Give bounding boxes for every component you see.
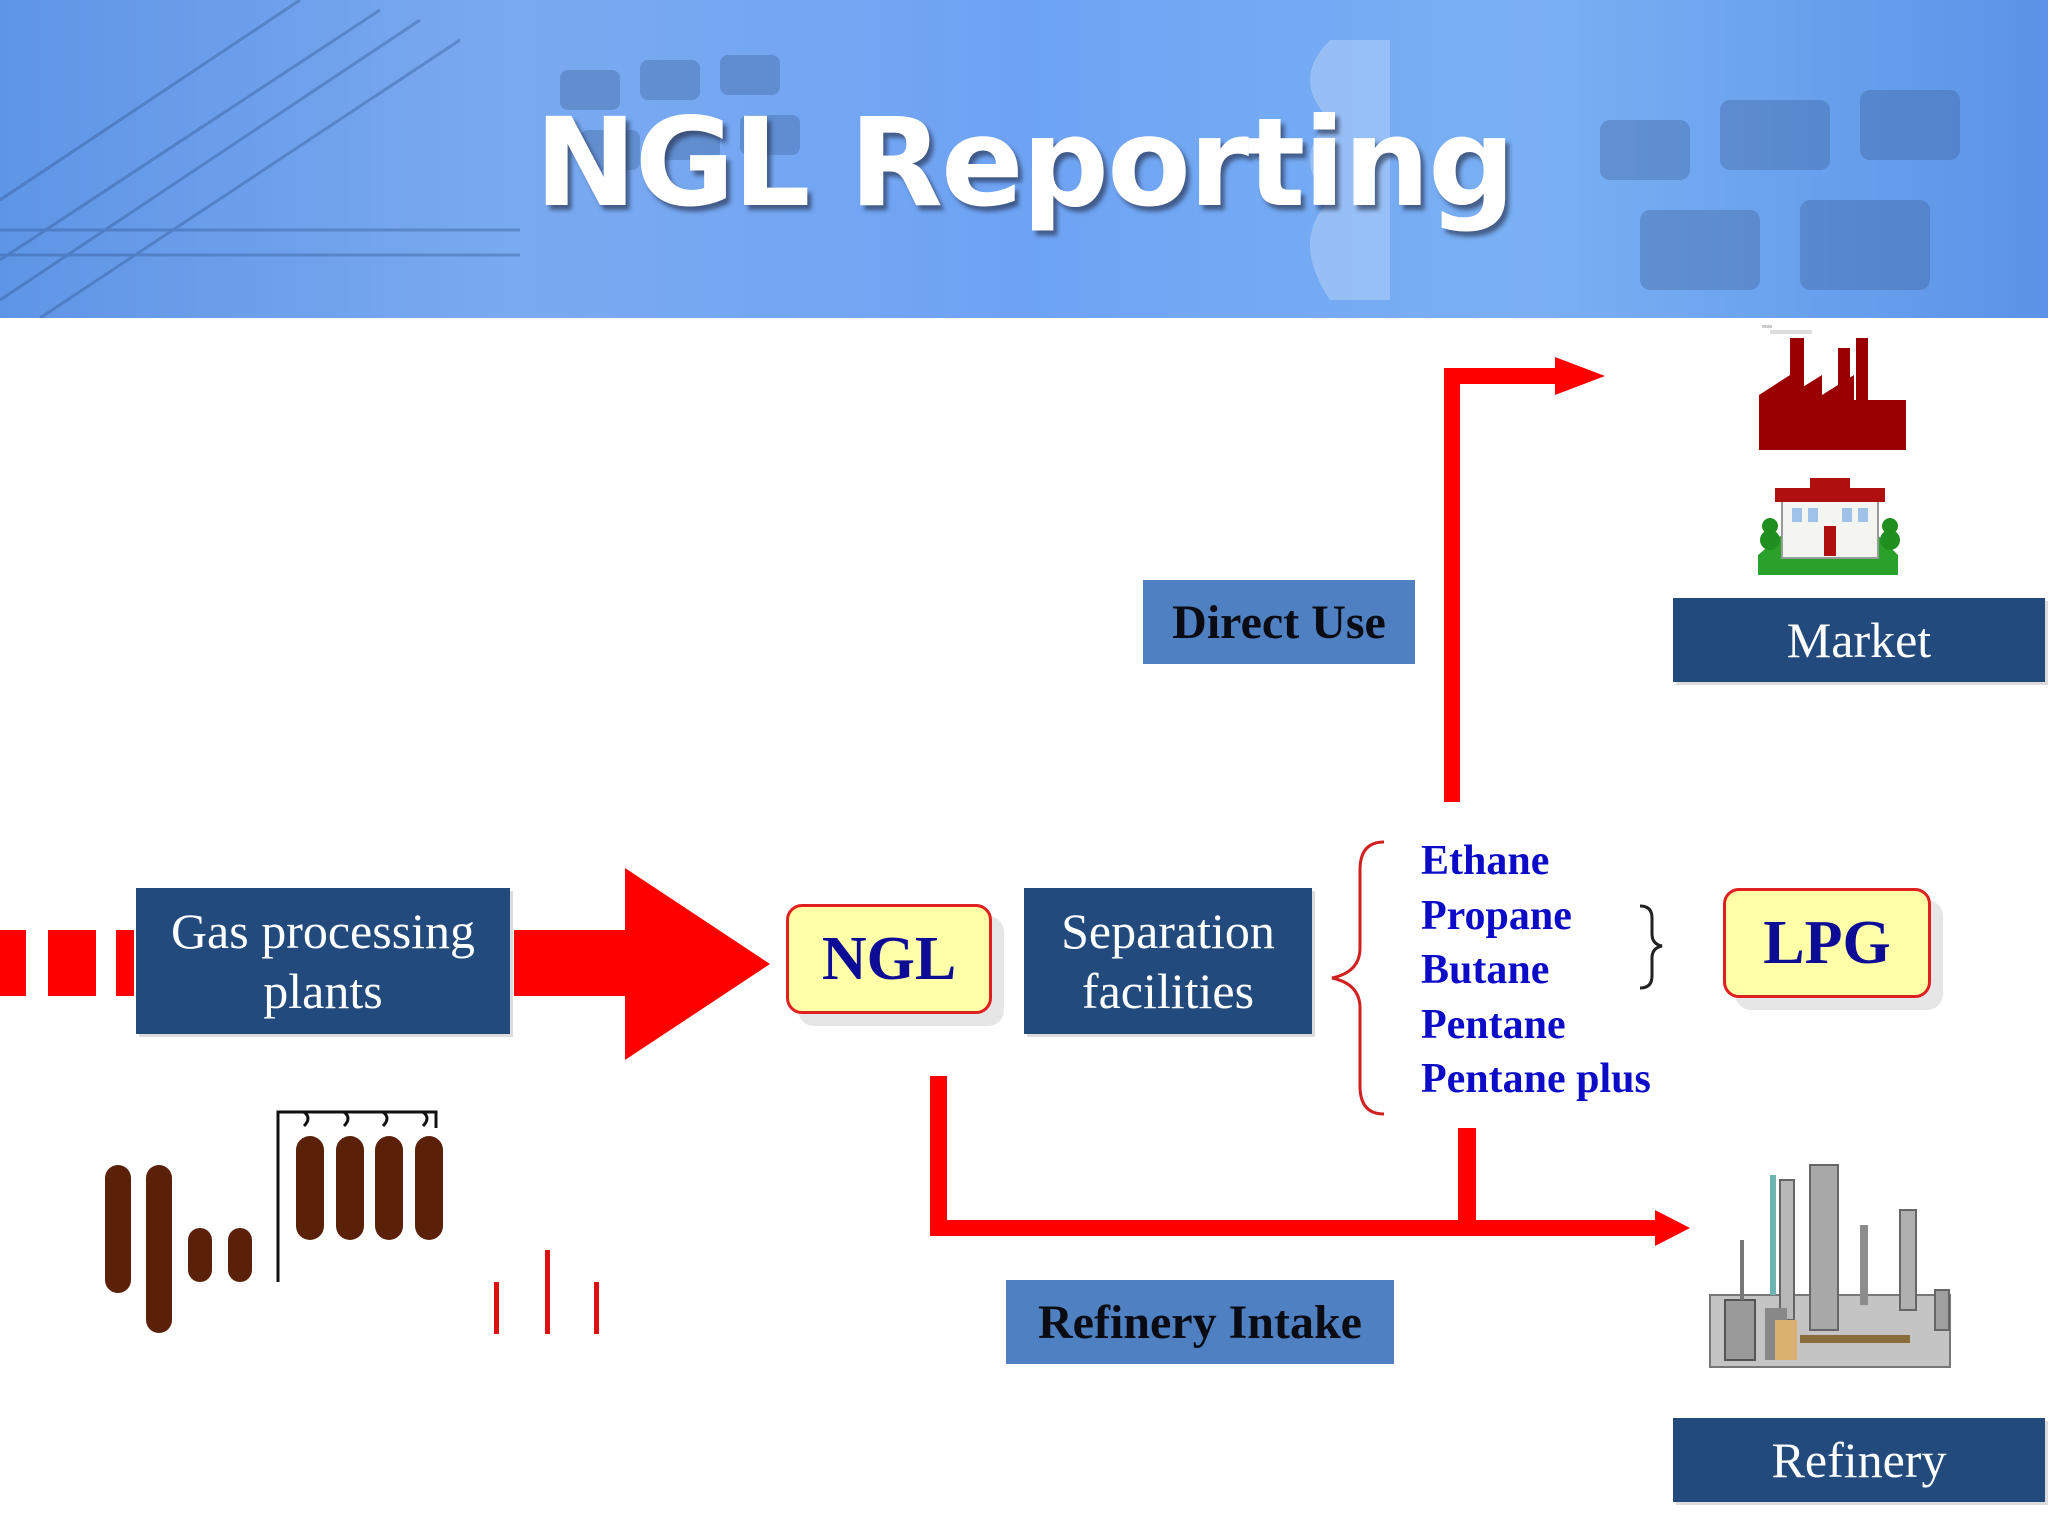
- refinery-icon: [1709, 1164, 1951, 1368]
- separation-facilities-label: Separation facilities: [1061, 903, 1275, 1019]
- refinery-box: Refinery: [1673, 1418, 2045, 1502]
- direct-use-label-box: Direct Use: [1143, 580, 1415, 664]
- gas-cylinders-icon: [105, 1110, 599, 1334]
- lpg-box: LPG: [1723, 888, 1931, 998]
- page-title: NGL Reporting: [534, 92, 1516, 234]
- direct-use-arrow: [1444, 357, 1605, 802]
- main-flow-arrow: [514, 868, 770, 1060]
- direct-use-label: Direct Use: [1172, 595, 1386, 649]
- component-item: Butane: [1421, 947, 1550, 993]
- refinery-intake-label-box: Refinery Intake: [1006, 1280, 1394, 1364]
- market-label: Market: [1786, 612, 1932, 668]
- header-banner: NGL Reporting: [0, 0, 2048, 318]
- factory-icon: [1759, 325, 1906, 450]
- component-list: Ethane Propane Butane Pentane Pentane pl…: [1421, 834, 1651, 1107]
- lpg-brace: [1639, 904, 1663, 990]
- dashed-feed-line: [0, 930, 134, 996]
- gas-processing-plants-label: Gas processing plants: [170, 903, 476, 1019]
- banner-collage: [0, 0, 1960, 318]
- component-item: Propane: [1421, 892, 1572, 939]
- refinery-intake-arrow: [930, 1076, 1690, 1246]
- house-icon: [1758, 478, 1900, 575]
- separation-facilities-box: Separation facilities: [1024, 888, 1312, 1034]
- component-item: Ethane: [1421, 838, 1550, 884]
- market-box: Market: [1673, 598, 2045, 682]
- gas-processing-plants-box: Gas processing plants: [136, 888, 510, 1034]
- component-brace-left: [1331, 840, 1385, 1116]
- ngl-label: NGL: [821, 924, 957, 993]
- component-item: Pentane plus: [1421, 1056, 1651, 1102]
- refinery-label: Refinery: [1771, 1432, 1947, 1488]
- refinery-intake-label: Refinery Intake: [1038, 1295, 1362, 1349]
- lpg-label: LPG: [1763, 908, 1891, 977]
- ngl-box: NGL: [786, 904, 992, 1014]
- component-item: Pentane: [1421, 1001, 1566, 1048]
